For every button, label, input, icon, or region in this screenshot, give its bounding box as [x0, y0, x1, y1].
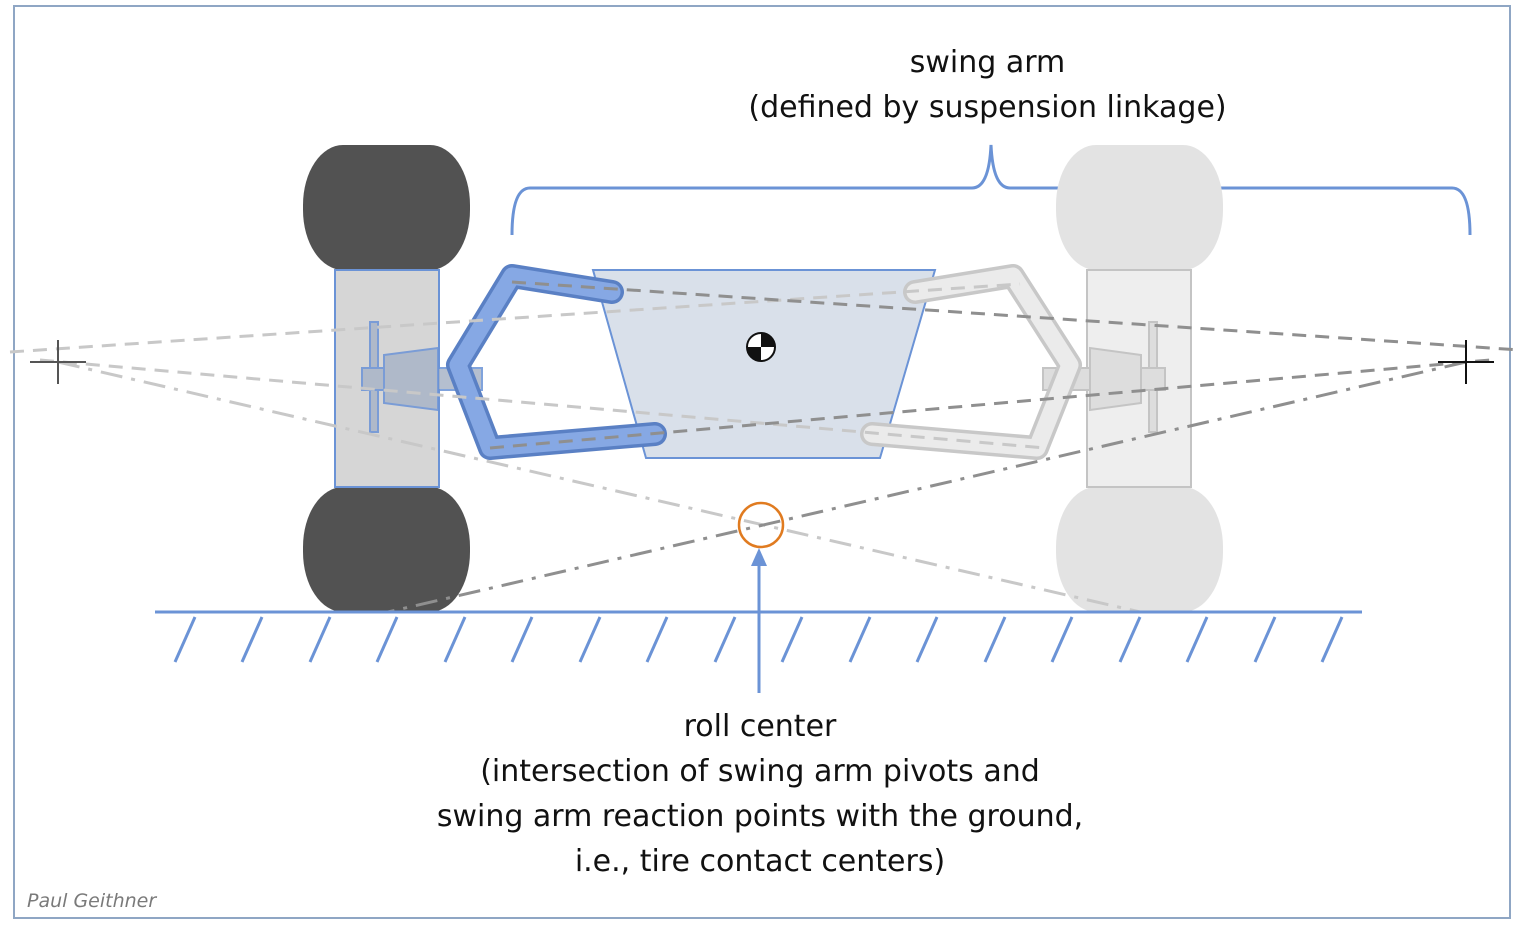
roll-center-label: roll center (intersection of swing arm p… [380, 704, 1140, 884]
roll-center-marker [737, 501, 785, 549]
roll-center-note-line-1: (intersection of swing arm pivots and [480, 754, 1040, 789]
center-of-gravity-icon [746, 332, 776, 362]
right-swing-arm-lines [387, 280, 1521, 614]
roll-center-title: roll center [683, 709, 837, 744]
left-tire [303, 145, 470, 612]
left-swing-arm-lines [9, 282, 1141, 614]
instant-center-crosshair-icon [1438, 340, 1494, 384]
roll-center-pointer [751, 548, 767, 693]
roll-center-note-line-3: i.e., tire contact centers) [574, 844, 946, 879]
swing-arm-brace [510, 144, 1472, 236]
chassis-body [591, 269, 937, 459]
diagram-frame [13, 5, 1511, 919]
swing-arm-note: (defined by suspension linkage) [748, 90, 1227, 125]
swing-arm-title: swing arm [909, 45, 1066, 80]
roll-center-note-line-2: swing arm reaction points with the groun… [436, 799, 1084, 834]
author-credit: Paul Geithner [27, 890, 157, 912]
swing-arm-label: swing arm (defined by suspension linkage… [700, 40, 1275, 130]
instant-center-crosshair-icon [30, 340, 86, 384]
